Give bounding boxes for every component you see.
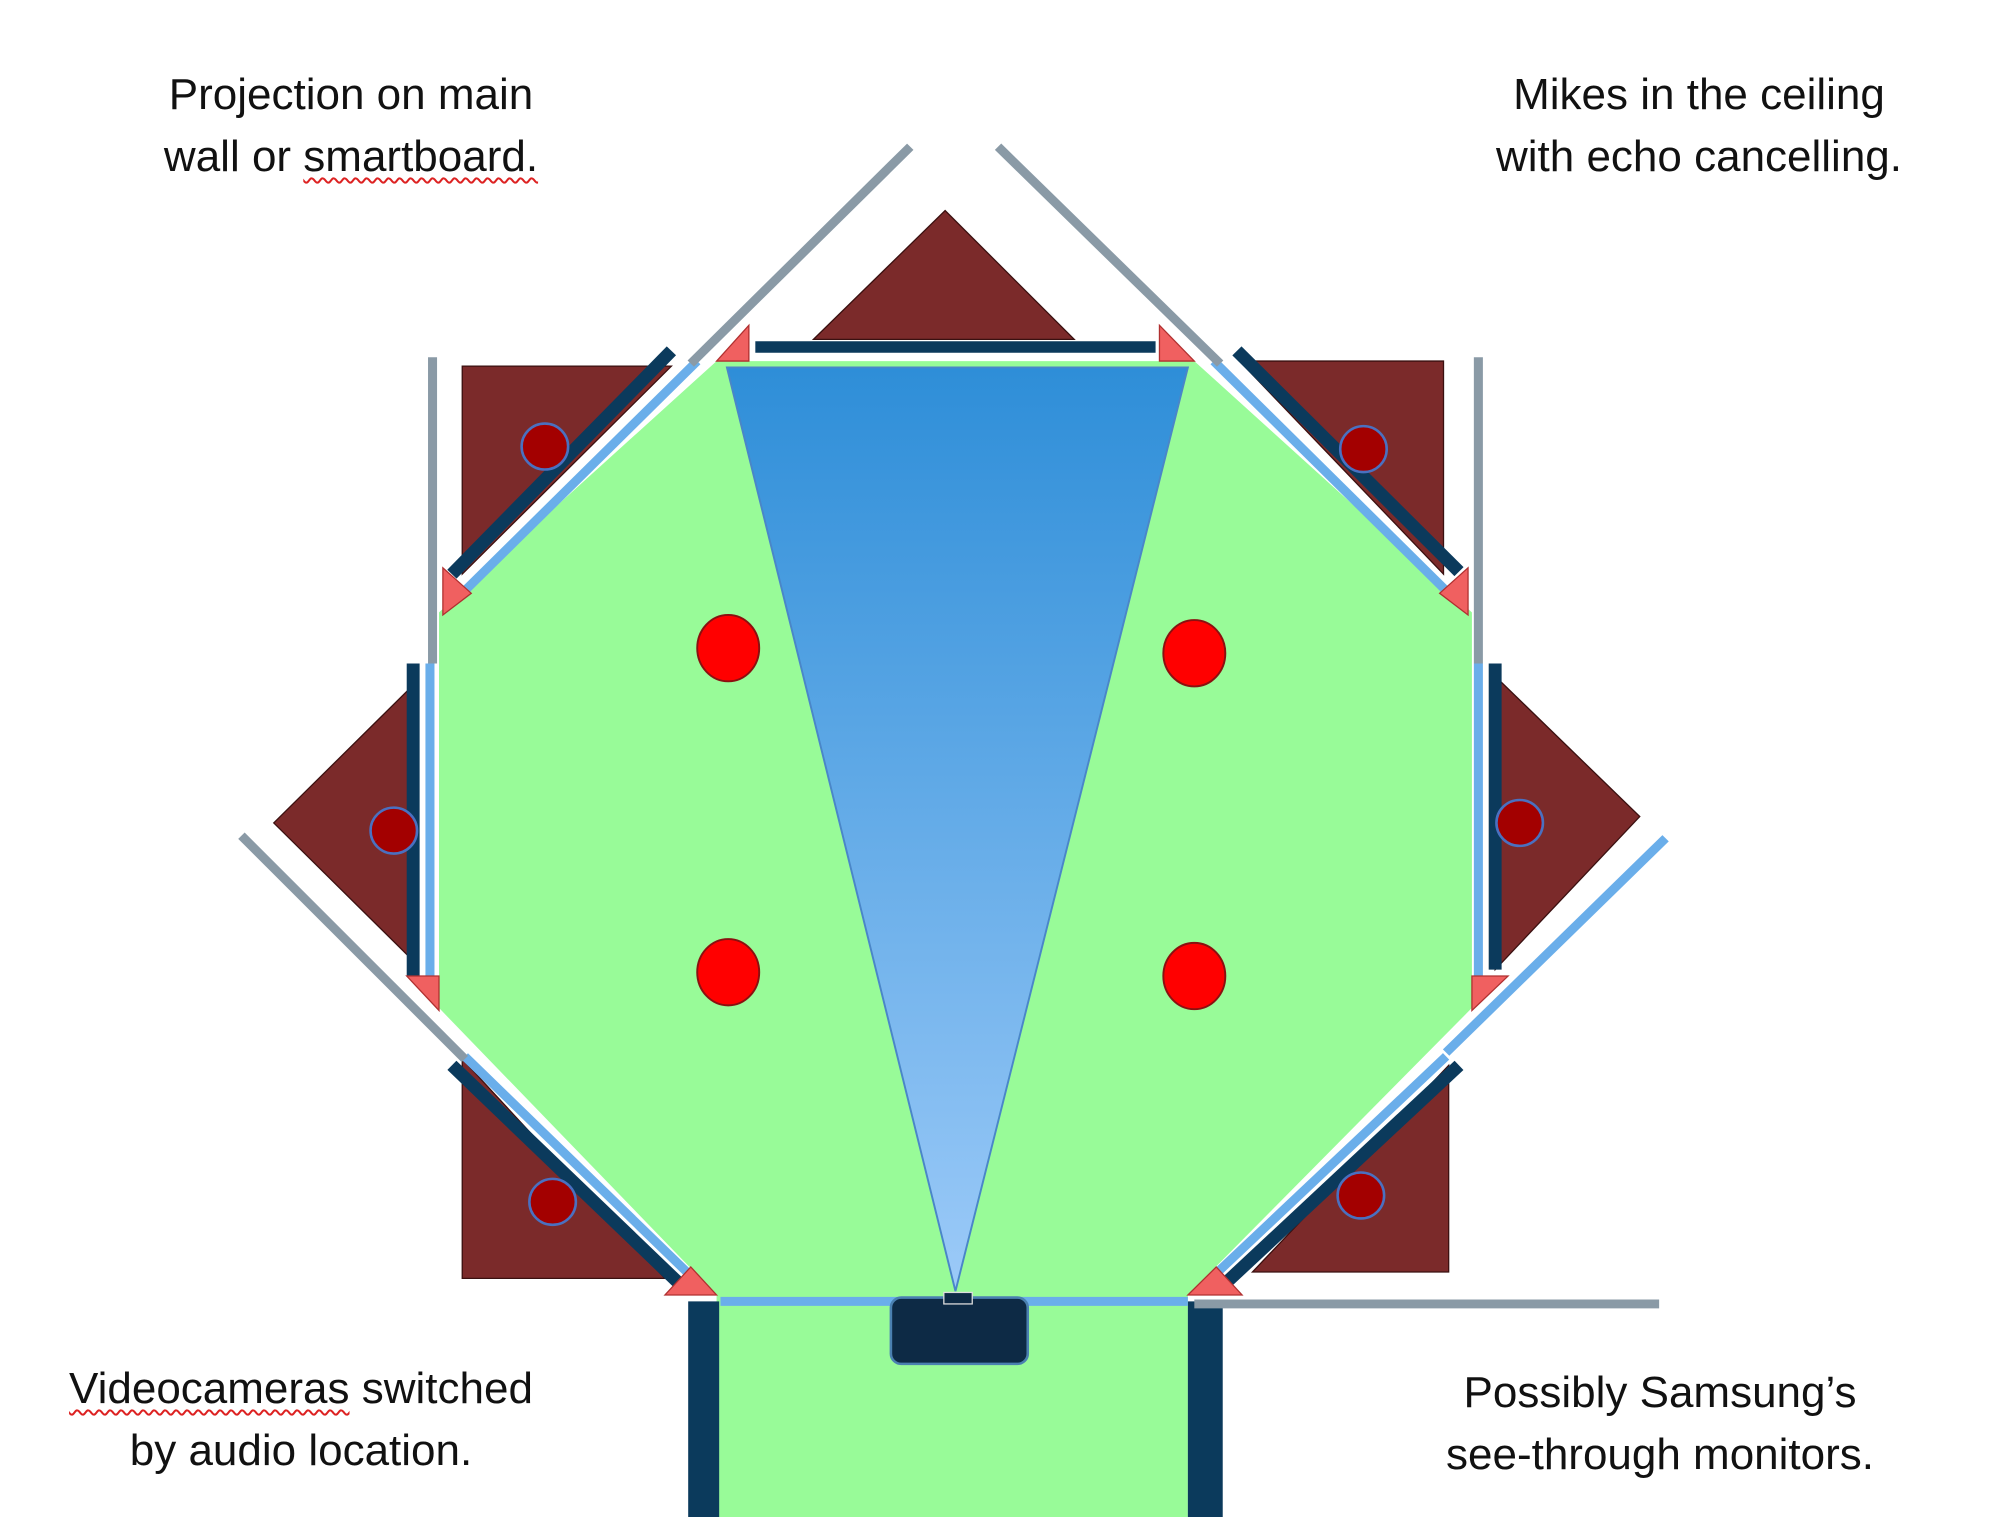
corridor-wall-right [1187,1301,1223,1517]
spellcheck-flagged-word: smartboard. [303,132,539,181]
corridor-wall-left [688,1301,720,1517]
ceiling-mics [696,614,1227,1011]
label-monitors: Possibly Samsung’s see-through monitors. [1360,1362,1960,1486]
videocameras [405,323,1510,1296]
label-cameras-line1: Videocameras switched [1,1358,601,1420]
mic-icon [1162,941,1227,1011]
camera-icon [1186,1266,1244,1296]
label-mikes-line2: with echo cancelling. [1495,132,1902,181]
camera-icon [405,975,440,1013]
spellcheck-flagged-word: Videocameras [69,1364,350,1413]
label-text: switched [349,1364,533,1413]
camera-icon [715,323,750,362]
label-cameras: Videocameras switched by audio location. [1,1358,601,1482]
mic-icon [1162,619,1227,688]
label-projection-line1: Projection on main [168,70,534,119]
mic-icon [696,614,761,683]
seat-icon [1336,1171,1386,1220]
camera-icon [1471,975,1510,1012]
seat-icon [369,806,419,855]
label-mikes-line1: Mikes in the ceiling [1513,70,1885,119]
seat-icon [1495,798,1545,848]
furniture-top-right [1238,360,1445,576]
label-monitors-line2: see-through monitors. [1446,1430,1874,1479]
camera-icon [663,1265,719,1296]
seat-icon [520,422,570,471]
camera-icon [442,566,473,617]
camera-icon [1158,323,1196,362]
label-monitors-line1: Possibly Samsung’s [1463,1368,1857,1417]
furniture-top-left [461,365,673,576]
seat-icon [528,1177,578,1227]
label-projection: Projection on main wall or smartboard. [51,64,651,188]
seat-icon [1338,424,1388,474]
projector-lens [943,1291,973,1305]
label-text: wall or [163,132,304,181]
projection-beam [725,366,1190,1292]
projector-unit [889,1296,1030,1366]
walls [238,143,1669,1309]
label-mikes: Mikes in the ceiling with echo cancellin… [1399,64,1999,188]
label-cameras-line2: by audio location. [129,1426,473,1475]
seats [369,422,1545,1227]
label-projection-line2: wall or smartboard. [51,126,651,188]
mic-icon [696,938,761,1007]
furniture-top [811,209,1076,341]
camera-icon [1438,566,1469,617]
